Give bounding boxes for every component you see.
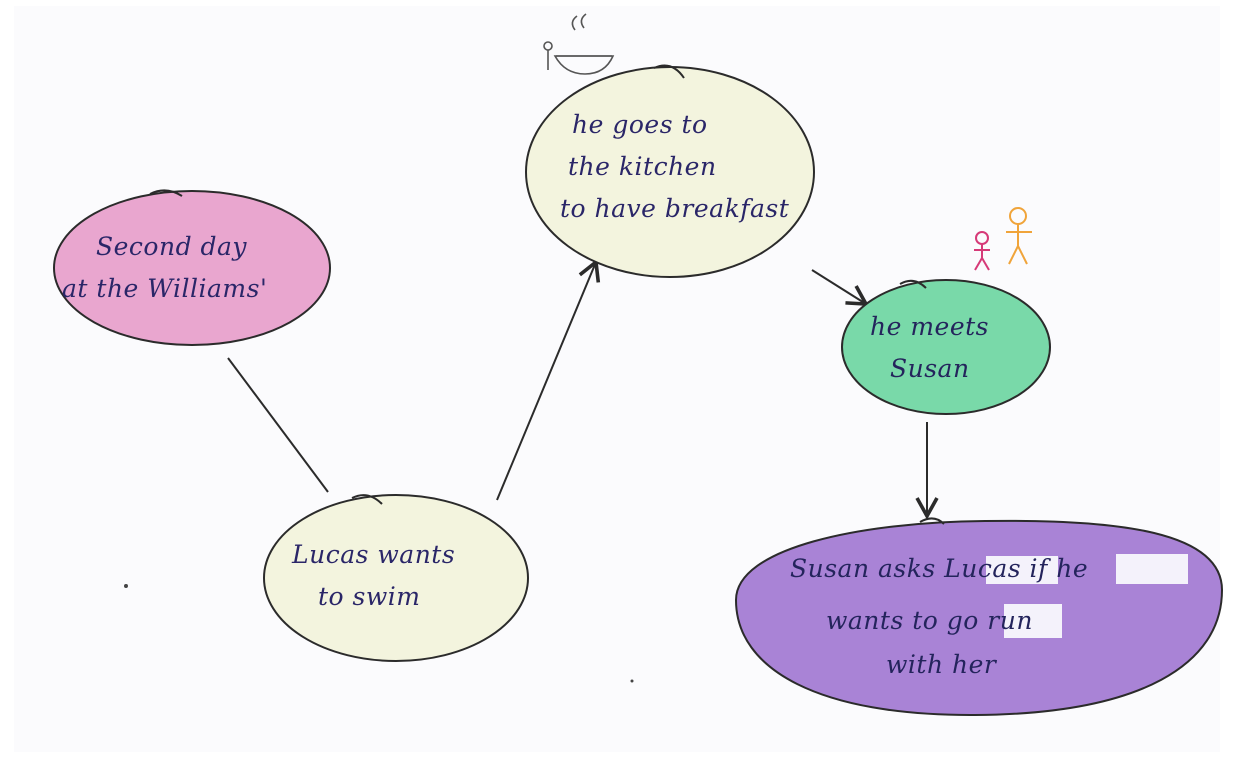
node-kitchen-label-line3: to have breakfast [560,194,790,223]
two-people-icon [974,207,1032,271]
node-swim-label-line2: to swim [318,582,421,611]
node-start-label-line1: Second day [96,232,248,261]
pencil-dot [124,584,128,588]
node-meets-label-line1: he meets [870,312,990,341]
node-bubble-run [734,517,1224,717]
node-run-label-line2: wants to go run [826,606,1033,635]
connector-start-to-swim [227,357,329,493]
correction-patch-go [1004,604,1062,638]
node-swim-label-line1: Lucas wants [292,540,456,569]
node-start-label-line2: at the Williams' [62,274,268,303]
node-kitchen-label-line2: the kitchen [568,152,717,181]
node-bubble-kitchen [525,64,815,278]
breakfast-bowl-icon [543,13,615,75]
arrow-swim-to-kitchen [496,258,601,501]
arrow-kitchen-to-meets [811,269,870,306]
node-meets-label-line2: Susan [890,354,970,383]
node-bubble-swim [263,494,529,662]
correction-patch-he [1116,554,1188,584]
node-run-label-line1: Susan asks Lucas if he [790,554,1089,583]
node-kitchen-label-line1: he goes to [572,110,708,139]
node-run-label-line3: with her [886,650,997,679]
node-bubble-meets [841,279,1051,415]
node-bubble-start [53,189,331,346]
pencil-dot [630,679,634,683]
correction-patch-lucas [986,556,1058,584]
